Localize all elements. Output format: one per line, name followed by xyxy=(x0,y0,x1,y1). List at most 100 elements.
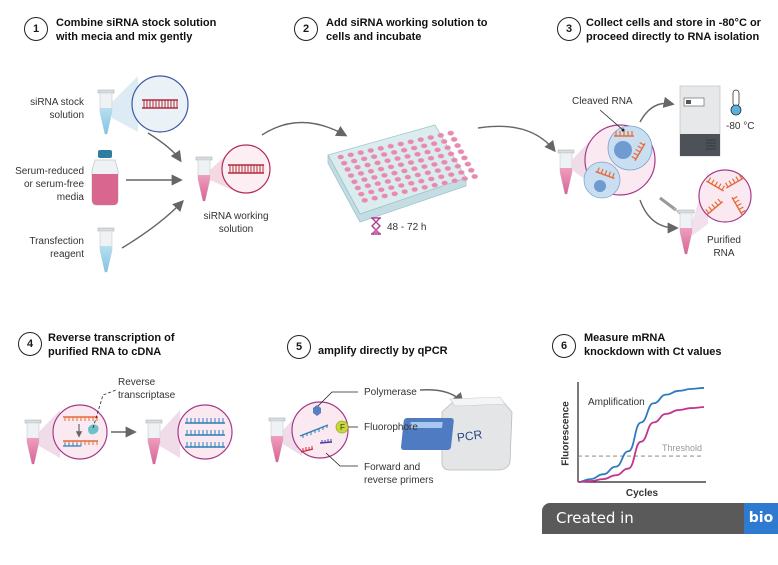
cdna-zoom-circle xyxy=(177,404,233,460)
working-solution-label: siRNA working solution xyxy=(203,211,269,235)
purified-rna-label: Purified RNA xyxy=(707,235,741,259)
chart-ylabel: Fluorescence xyxy=(560,401,572,466)
well xyxy=(371,195,379,201)
well xyxy=(391,191,399,197)
qpcr-tube xyxy=(268,417,286,463)
pcr-machine xyxy=(401,396,513,471)
well-plate xyxy=(327,124,479,223)
well xyxy=(457,169,465,176)
well xyxy=(390,149,398,156)
reverse-transcriptase-label: Reverse transcriptase xyxy=(118,377,176,401)
well xyxy=(437,174,445,180)
well xyxy=(354,185,362,191)
well xyxy=(400,147,408,153)
media-bottle xyxy=(91,150,119,206)
well xyxy=(417,157,425,164)
well xyxy=(347,152,355,158)
well xyxy=(367,189,375,195)
well xyxy=(394,155,402,162)
cleaved-rna-label: Cleaved RNA xyxy=(572,96,633,107)
well xyxy=(420,143,428,149)
well xyxy=(397,141,405,147)
polymerase-label: Polymerase xyxy=(364,387,417,398)
well xyxy=(460,155,468,161)
well xyxy=(340,160,348,166)
cell-pellet-tube xyxy=(557,149,575,195)
well xyxy=(467,167,475,173)
well xyxy=(384,178,392,185)
well xyxy=(444,165,452,172)
well xyxy=(374,160,382,166)
well xyxy=(397,182,405,189)
biorender-logo: bio xyxy=(744,503,778,534)
well xyxy=(377,166,385,172)
incubation-time: 48 - 72 h xyxy=(387,222,427,233)
well xyxy=(387,184,395,191)
well xyxy=(394,176,402,182)
well xyxy=(444,145,452,151)
well xyxy=(387,143,395,149)
rt-zoom-circle xyxy=(52,404,108,460)
well xyxy=(447,130,455,136)
pipette-icon xyxy=(659,196,683,217)
well xyxy=(361,197,369,203)
step-2-title: Add siRNA working solution to cells and … xyxy=(326,17,488,43)
well xyxy=(471,173,479,180)
series-line-knockdown xyxy=(577,406,705,483)
rna-tube xyxy=(24,419,42,465)
protocol-illustration xyxy=(24,75,752,483)
well xyxy=(367,168,375,174)
well xyxy=(344,166,352,173)
transfection-reagent-tube xyxy=(97,227,115,273)
well xyxy=(447,151,455,157)
well xyxy=(417,178,425,184)
well xyxy=(384,158,392,164)
freezer xyxy=(679,85,721,157)
well xyxy=(407,139,415,145)
biorender-badge[interactable]: Created in BioRender.com bio xyxy=(542,503,778,558)
well xyxy=(410,145,418,151)
well xyxy=(434,167,442,174)
well xyxy=(370,154,378,160)
hourglass-icon xyxy=(371,217,381,235)
well xyxy=(387,164,395,170)
well xyxy=(350,158,358,164)
well xyxy=(424,149,432,155)
well xyxy=(354,164,362,170)
well xyxy=(380,151,388,158)
well xyxy=(427,134,435,141)
media-label: Serum-reduced or serum-free media xyxy=(15,166,84,203)
well xyxy=(457,149,465,155)
well xyxy=(461,176,469,182)
well xyxy=(430,161,438,168)
working-solution-tube xyxy=(195,156,213,202)
well xyxy=(350,179,358,185)
amplification-chart xyxy=(577,382,706,483)
well xyxy=(360,176,368,183)
well xyxy=(407,159,415,166)
cdna-tube xyxy=(145,419,163,465)
well xyxy=(390,170,398,176)
well xyxy=(401,189,409,195)
chart-annotation-threshold: Threshold xyxy=(662,443,703,453)
reverse-transcriptase-icon xyxy=(88,424,99,435)
step-4-title: Reverse transcription of purified RNA to… xyxy=(48,332,175,358)
well xyxy=(404,174,412,180)
well xyxy=(421,184,429,190)
step-3-number: 3 xyxy=(557,17,581,41)
well xyxy=(437,132,445,138)
well xyxy=(374,180,382,187)
well xyxy=(454,163,462,169)
purified-rna-tube xyxy=(677,209,695,255)
chart-annotation-amplification: Amplification xyxy=(588,397,645,408)
well xyxy=(431,182,439,188)
well xyxy=(377,187,385,193)
well xyxy=(430,141,438,147)
sirna-zoom-circle xyxy=(131,75,189,133)
well xyxy=(437,153,445,159)
step-1-title: Combine siRNA stock solution with mecia … xyxy=(56,17,217,43)
step-6-number: 6 xyxy=(552,334,576,358)
well xyxy=(411,186,419,193)
badge-brand: BioRender.com xyxy=(556,540,682,558)
well xyxy=(434,147,442,153)
